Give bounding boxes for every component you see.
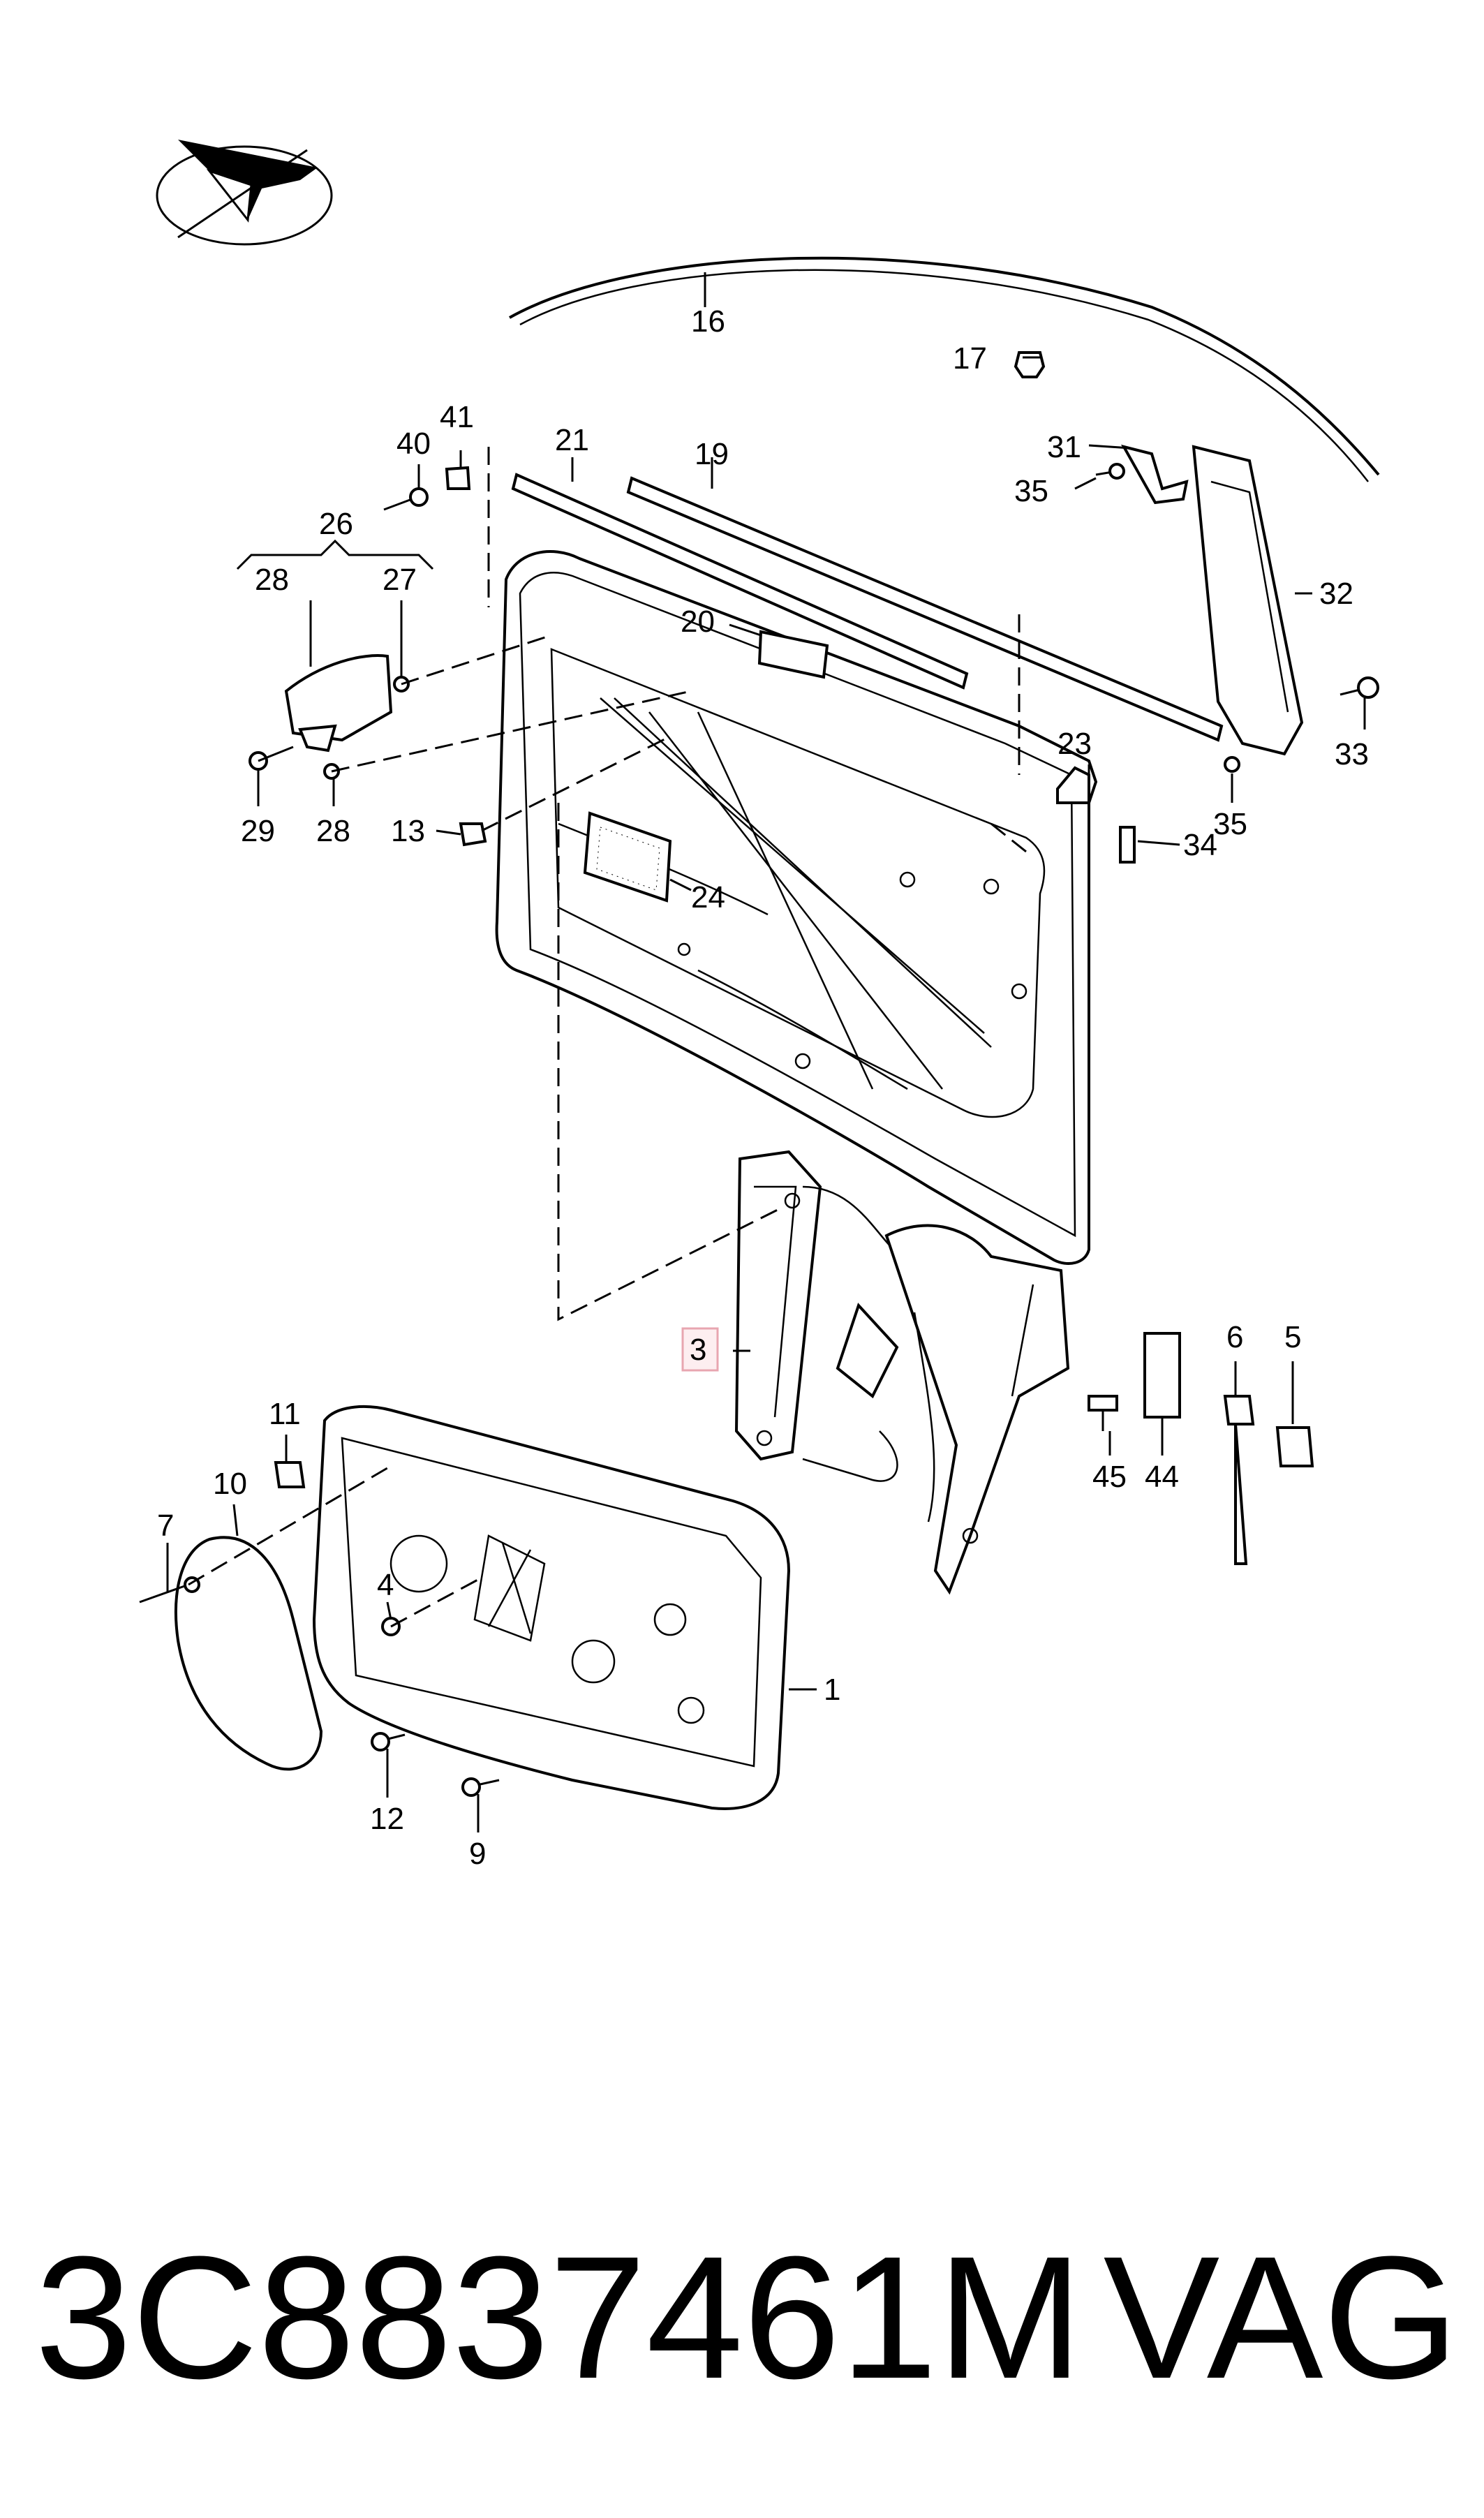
callout-10: 10 [213,1467,247,1501]
callout-44: 44 [1145,1460,1179,1494]
callout-7: 7 [157,1509,174,1543]
callout-12: 12 [370,1802,404,1836]
callout-29: 29 [241,814,275,848]
assembly-guide-lines [188,447,1027,1628]
callout-21: 21 [555,423,589,457]
callout-20: 20 [681,605,715,639]
callout-27: 27 [383,563,417,597]
callout-33: 33 [1335,737,1369,771]
insulation-pad [583,811,672,903]
leader-lines [166,272,1366,1832]
roof-seal-strip [509,256,1380,482]
label-part [757,630,829,679]
highlight-box [681,1327,719,1372]
callout-19: 19 [695,437,729,471]
small-clips [1056,766,1136,864]
membrane-sheet [175,1536,323,1771]
callout-4: 4 [377,1568,394,1602]
callout-23: 23 [1058,727,1092,761]
door-shell [495,550,1098,1265]
callout-45: 45 [1092,1460,1127,1494]
callout-1: 1 [824,1673,840,1707]
footer: 3C8837461M VAG [35,2213,1459,2422]
assembly-carrier [312,1405,791,1810]
callout-35b: 35 [1213,807,1247,841]
callout-13: 13 [391,814,425,848]
callout-28b: 28 [316,814,350,848]
mirror-base [284,654,393,753]
callout-11: 11 [269,1397,301,1431]
callout-9: 9 [469,1837,486,1871]
callout-28a: 28 [255,563,289,597]
callout-labels: 16 17 41 40 21 19 31 35 26 28 27 32 20 2… [157,304,1369,1871]
callout-34: 34 [1183,828,1217,862]
callout-5: 5 [1284,1320,1301,1354]
direction-arrow-icon [156,140,333,246]
callout-26: 26 [319,507,353,541]
bracket-part [1120,444,1189,505]
callout-24: 24 [691,880,725,914]
callout-35a: 35 [1014,474,1048,508]
callout-16: 16 [691,304,725,339]
clip-part [1014,351,1046,378]
callout-17: 17 [953,341,987,376]
callout-3: 3 [690,1333,706,1367]
callout-6: 6 [1226,1320,1243,1354]
window-regulator [734,1150,1070,1595]
small-fasteners-right [1088,1332,1314,1565]
screws [139,463,1379,1797]
brand-text: VAG [1103,2220,1459,2415]
callout-41: 41 [440,400,474,434]
callout-32: 32 [1319,577,1353,611]
pillar-trim [1192,445,1304,756]
part-number-text: 3C8837461M [35,2220,1083,2415]
callout-31: 31 [1047,430,1081,464]
window-seal-strips [511,473,1224,742]
callout-40: 40 [396,427,431,461]
